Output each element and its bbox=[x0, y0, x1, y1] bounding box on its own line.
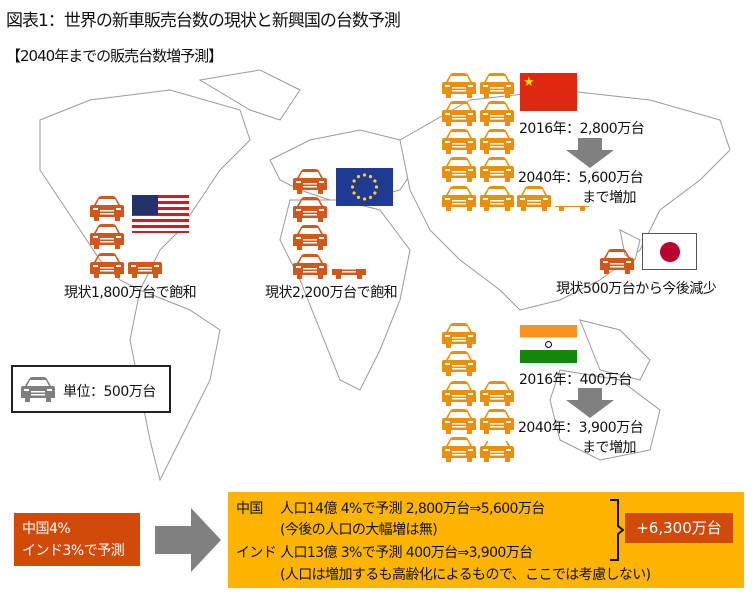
japan-label: 現状500万台から今後減少 bbox=[556, 281, 717, 297]
eu-flag bbox=[336, 168, 393, 206]
india-down-arrow-icon bbox=[566, 388, 614, 418]
legend-label: 単位：500万台 bbox=[63, 384, 156, 400]
car-icon bbox=[480, 128, 514, 154]
car-icon bbox=[21, 376, 55, 402]
car-icon bbox=[128, 262, 162, 278]
car-icon bbox=[90, 252, 124, 278]
us-flag bbox=[132, 195, 189, 233]
india-flag bbox=[520, 325, 577, 363]
car-icon bbox=[442, 322, 476, 348]
car-icon bbox=[442, 408, 476, 434]
car-icon bbox=[600, 248, 634, 274]
total-increase-badge: +6,300万台 bbox=[625, 513, 733, 543]
india-note: (人口は増加するも高齢化によるもので、ここでは考慮しない) bbox=[280, 567, 651, 583]
car-icon bbox=[442, 156, 476, 182]
car-icon bbox=[480, 72, 514, 98]
china-2016-label: 2016年：2,800万台 bbox=[519, 121, 645, 137]
car-icon bbox=[442, 350, 476, 376]
china-down-arrow-icon bbox=[566, 138, 614, 168]
car-icon bbox=[442, 436, 476, 462]
car-icon bbox=[442, 128, 476, 154]
car-icon bbox=[442, 380, 476, 406]
car-icon bbox=[293, 224, 327, 250]
japan-flag bbox=[642, 233, 697, 270]
china-note: (今後の人口の大幅増は無) bbox=[280, 522, 438, 538]
right-arrow-icon bbox=[155, 508, 221, 572]
china-flag: ★ bbox=[520, 73, 577, 111]
bracket-icon bbox=[610, 499, 624, 561]
page-title: 図表1：世界の新車販売台数の現状と新興国の台数予測 bbox=[6, 11, 401, 31]
car-icon bbox=[90, 195, 124, 221]
car-icon bbox=[480, 408, 514, 434]
car-icon bbox=[442, 72, 476, 98]
legend: 単位：500万台 bbox=[11, 365, 171, 413]
car-icon bbox=[293, 168, 327, 194]
car-icon bbox=[293, 196, 327, 222]
india-2016-label: 2016年：400万台 bbox=[519, 372, 632, 388]
car-icon bbox=[442, 185, 476, 211]
car-icon bbox=[480, 441, 514, 462]
eu-label: 現状2,200万台で飽和 bbox=[265, 285, 398, 301]
usa-label: 現状1,800万台で飽和 bbox=[64, 285, 197, 301]
car-icon bbox=[293, 253, 327, 279]
china-increase-label: まで増加 bbox=[582, 190, 637, 206]
china-forecast: 中国 人口14億 4%で予測 2,800万台⇒5,600万台 bbox=[236, 501, 545, 517]
subtitle: 【2040年までの販売台数増予測】 bbox=[6, 47, 223, 65]
forecast-basis-box: 中国4% インド3%で予測 bbox=[14, 513, 140, 566]
india-increase-label: まで増加 bbox=[582, 440, 637, 456]
india-2040-label: 2040年：3,900万台 bbox=[518, 420, 644, 436]
india-forecast: インド 人口13億 3%で予測 400万台⇒3,900万台 bbox=[236, 545, 533, 561]
car-icon bbox=[90, 223, 124, 249]
car-icon bbox=[517, 185, 551, 211]
car-icon bbox=[442, 100, 476, 126]
reason-line-2: インド3%で予測 bbox=[22, 543, 125, 559]
car-icon bbox=[480, 380, 514, 406]
car-icon bbox=[480, 185, 514, 211]
china-2040-label: 2040年：5,600万台 bbox=[518, 170, 644, 186]
car-icon bbox=[480, 100, 514, 126]
car-icon bbox=[332, 269, 366, 279]
car-icon bbox=[480, 156, 514, 182]
reason-line-1: 中国4% bbox=[22, 521, 71, 537]
